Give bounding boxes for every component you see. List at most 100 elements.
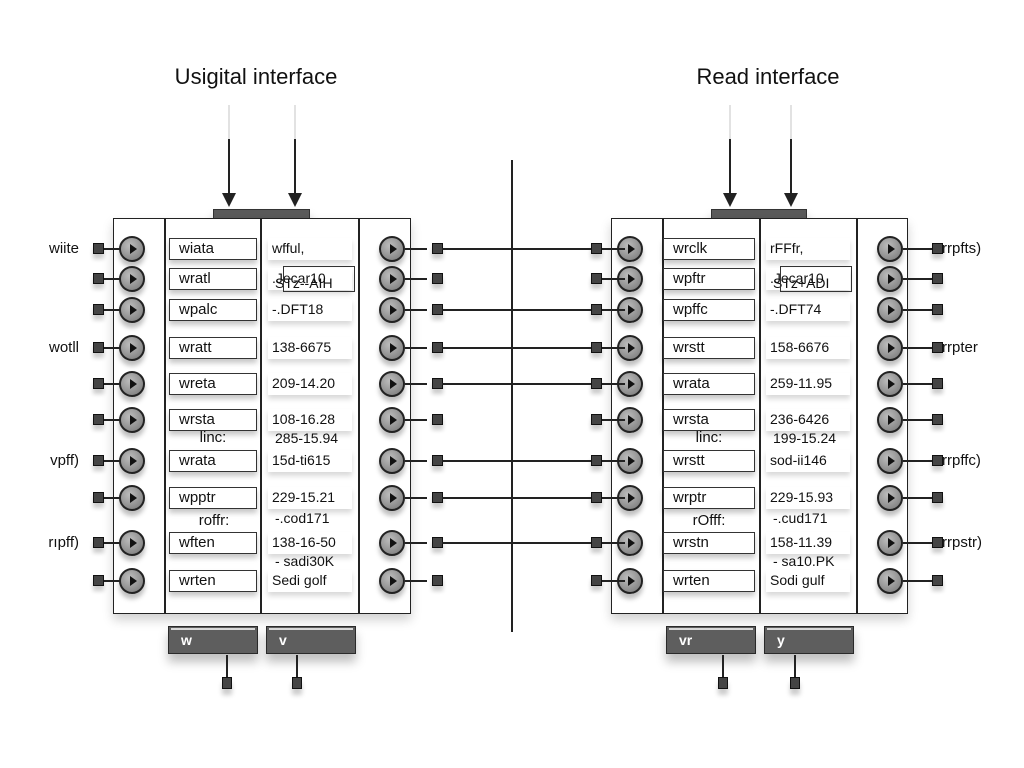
- left-output-knob[interactable]: [379, 530, 405, 556]
- right-output-knob[interactable]: [877, 485, 903, 511]
- output-pin[interactable]: [292, 677, 302, 689]
- right-outer-port[interactable]: [932, 342, 943, 353]
- right-vr-button[interactable]: vr: [666, 626, 756, 654]
- right-output-knob[interactable]: [877, 335, 903, 361]
- left-signal-field[interactable]: wpptr: [169, 487, 257, 509]
- right-input-port[interactable]: [591, 304, 602, 315]
- left-output-port[interactable]: [432, 414, 443, 425]
- left-signal-field[interactable]: wratt: [169, 337, 257, 359]
- left-output-knob[interactable]: [379, 297, 405, 323]
- right-outer-port[interactable]: [932, 492, 943, 503]
- right-signal-field[interactable]: wrstt: [663, 450, 755, 472]
- left-input-knob[interactable]: [119, 485, 145, 511]
- right-signal-field[interactable]: wrata: [663, 373, 755, 395]
- left-signal-field[interactable]: wften: [169, 532, 257, 554]
- connector-line: [101, 383, 129, 385]
- left-signal-field[interactable]: wpalc: [169, 299, 257, 321]
- left-output-knob[interactable]: [379, 485, 405, 511]
- right-signal-field[interactable]: wrstt: [663, 337, 755, 359]
- left-input-knob[interactable]: [119, 335, 145, 361]
- connector-line: [101, 542, 129, 544]
- left-outer-port[interactable]: [93, 455, 104, 466]
- connector-line: [405, 542, 427, 544]
- left-outer-port[interactable]: [93, 492, 104, 503]
- right-output-knob[interactable]: [877, 568, 903, 594]
- left-outer-port[interactable]: [93, 273, 104, 284]
- right-output-knob[interactable]: [877, 448, 903, 474]
- left-input-knob[interactable]: [119, 236, 145, 262]
- right-input-knob[interactable]: [617, 448, 643, 474]
- output-pin[interactable]: [718, 677, 728, 689]
- left-outer-port[interactable]: [93, 342, 104, 353]
- right-output-knob[interactable]: [877, 530, 903, 556]
- right-outer-port[interactable]: [932, 243, 943, 254]
- right-input-port[interactable]: [591, 455, 602, 466]
- left-w-button[interactable]: w: [168, 626, 258, 654]
- output-pin[interactable]: [790, 677, 800, 689]
- right-signal-field[interactable]: wrstn: [663, 532, 755, 554]
- left-signal-field[interactable]: wiata: [169, 238, 257, 260]
- right-input-port[interactable]: [591, 273, 602, 284]
- right-input-port[interactable]: [591, 342, 602, 353]
- left-output-knob[interactable]: [379, 266, 405, 292]
- right-outer-port[interactable]: [932, 575, 943, 586]
- right-output-knob[interactable]: [877, 371, 903, 397]
- right-signal-field[interactable]: wpffc: [663, 299, 755, 321]
- right-input-port[interactable]: [591, 537, 602, 548]
- left-outer-port[interactable]: [93, 575, 104, 586]
- right-signal-field[interactable]: wrclk: [663, 238, 755, 260]
- connector-line: [405, 419, 427, 421]
- left-output-knob[interactable]: [379, 407, 405, 433]
- right-outer-port[interactable]: [932, 537, 943, 548]
- left-input-knob[interactable]: [119, 371, 145, 397]
- left-output-port[interactable]: [432, 273, 443, 284]
- right-signal-field[interactable]: wrptr: [663, 487, 755, 509]
- left-outer-port[interactable]: [93, 243, 104, 254]
- left-output-knob[interactable]: [379, 236, 405, 262]
- right-outer-port[interactable]: [932, 378, 943, 389]
- right-signal-field[interactable]: wrten: [663, 570, 755, 592]
- left-output-knob[interactable]: [379, 335, 405, 361]
- left-outer-port[interactable]: [93, 537, 104, 548]
- right-input-port[interactable]: [591, 243, 602, 254]
- right-output-knob[interactable]: [877, 297, 903, 323]
- right-output-knob[interactable]: [877, 266, 903, 292]
- left-input-knob[interactable]: [119, 266, 145, 292]
- right-outer-port[interactable]: [932, 455, 943, 466]
- left-outer-port[interactable]: [93, 304, 104, 315]
- left-input-knob[interactable]: [119, 530, 145, 556]
- left-output-knob[interactable]: [379, 371, 405, 397]
- left-signal-field[interactable]: wreta: [169, 373, 257, 395]
- right-signal-field[interactable]: wpftr: [663, 268, 755, 290]
- left-v-button[interactable]: v: [266, 626, 356, 654]
- left-output-port[interactable]: [432, 575, 443, 586]
- left-signal-field[interactable]: wrata: [169, 450, 257, 472]
- left-outer-port[interactable]: [93, 378, 104, 389]
- left-signal-field[interactable]: wratl: [169, 268, 257, 290]
- left-outer-port[interactable]: [93, 414, 104, 425]
- right-outer-port[interactable]: [932, 414, 943, 425]
- output-pin[interactable]: [222, 677, 232, 689]
- right-outer-port[interactable]: [932, 273, 943, 284]
- left-input-knob[interactable]: [119, 297, 145, 323]
- left-output-knob[interactable]: [379, 568, 405, 594]
- right-signal-value: sod-ii146: [766, 450, 850, 472]
- right-input-port[interactable]: [591, 378, 602, 389]
- left-signal-value: 108-16.28: [268, 409, 352, 431]
- right-outer-port[interactable]: [932, 304, 943, 315]
- connector-line: [599, 309, 625, 311]
- left-input-knob[interactable]: [119, 568, 145, 594]
- right-input-port[interactable]: [591, 575, 602, 586]
- right-y-button[interactable]: y: [764, 626, 854, 654]
- right-output-knob[interactable]: [877, 236, 903, 262]
- right-input-port[interactable]: [591, 414, 602, 425]
- right-extra-value: STz+ADI: [773, 275, 830, 291]
- right-output-knob[interactable]: [877, 407, 903, 433]
- right-signal-field[interactable]: wrsta: [663, 409, 755, 431]
- left-signal-field[interactable]: wrten: [169, 570, 257, 592]
- left-input-knob[interactable]: [119, 448, 145, 474]
- left-input-knob[interactable]: [119, 407, 145, 433]
- left-signal-field[interactable]: wrsta: [169, 409, 257, 431]
- right-input-port[interactable]: [591, 492, 602, 503]
- left-output-knob[interactable]: [379, 448, 405, 474]
